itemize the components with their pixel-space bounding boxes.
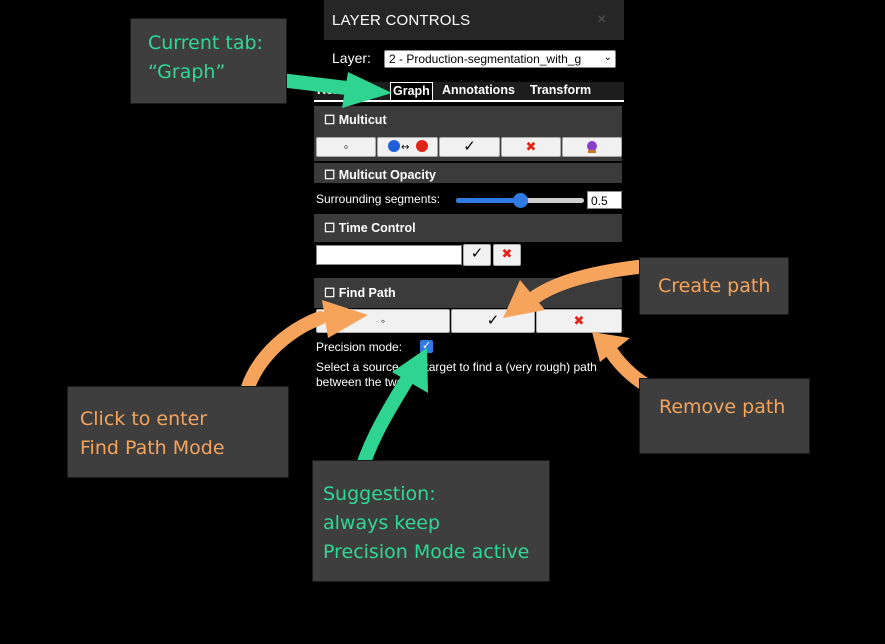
- opacity-slider-track[interactable]: [456, 193, 584, 208]
- enter-arrow-head: [322, 300, 368, 338]
- collapse-icon: ☐: [324, 168, 336, 182]
- multicut-mode-button[interactable]: ◦: [316, 137, 376, 157]
- note-remove-path: Remove path: [639, 378, 810, 454]
- time-input[interactable]: [316, 245, 462, 265]
- opacity-slider-thumb[interactable]: [513, 193, 528, 208]
- remove-arrow-head: [592, 332, 630, 362]
- note-create-path: Create path: [639, 257, 789, 315]
- tab-arrow-shaft: [273, 73, 362, 96]
- slider-label: Surrounding segments:: [316, 192, 441, 206]
- create-arrow-head: [503, 280, 545, 318]
- remove-path-button[interactable]: ✖: [536, 309, 622, 333]
- multicut-crystal-ball-button[interactable]: [562, 137, 622, 157]
- time-control-section: [314, 214, 622, 242]
- multicut-title[interactable]: ☐ Multicut: [324, 113, 387, 127]
- chevron-down-icon: ⌄: [603, 52, 612, 63]
- collapse-icon: ☐: [324, 113, 336, 127]
- collapse-icon: ☐: [324, 286, 336, 300]
- panel-title: LAYER CONTROLS: [332, 12, 471, 29]
- precision-arrow-head: [392, 348, 428, 393]
- layer-select[interactable]: 2 - Production-segmentation_with_g ⌄: [384, 50, 616, 68]
- multicut-confirm-button[interactable]: ✓: [439, 137, 500, 157]
- time-confirm-button[interactable]: ✓: [463, 244, 491, 266]
- note-current-tab: Current tab: “Graph”: [130, 18, 287, 104]
- tab-arrow-head: [342, 72, 392, 108]
- tab-graph[interactable]: Graph: [390, 82, 433, 100]
- precision-arrow-shaft: [356, 371, 415, 472]
- collapse-icon: ☐: [324, 221, 336, 235]
- find-path-help-text: Select a source and target to find a (ve…: [316, 360, 597, 389]
- layer-label: Layer:: [332, 50, 371, 66]
- opacity-value-input[interactable]: 0.5: [587, 191, 622, 209]
- multicut-cancel-button[interactable]: ✖: [501, 137, 561, 157]
- note-suggestion: Suggestion: always keep Precision Mode a…: [312, 460, 550, 582]
- close-icon[interactable]: ×: [597, 11, 607, 28]
- merge-segments-icon: ↔: [387, 140, 428, 153]
- time-control-title[interactable]: ☐ Time Control: [324, 221, 416, 235]
- time-cancel-button[interactable]: ✖: [493, 244, 521, 266]
- opacity-slider-fill: [456, 198, 520, 203]
- svg-text:↔: ↔: [401, 142, 409, 153]
- tab-transform[interactable]: Transform: [530, 83, 592, 97]
- opacity-title[interactable]: ☐ Multicut Opacity: [324, 168, 436, 182]
- precision-mode-label: Precision mode:: [316, 340, 403, 354]
- find-path-title[interactable]: ☐ Find Path: [324, 286, 396, 300]
- opacity-section: [314, 163, 622, 183]
- tab-annotations[interactable]: Annotations: [442, 83, 515, 97]
- multicut-merge-button[interactable]: ↔: [377, 137, 438, 157]
- precision-mode-checkbox[interactable]: ✓: [420, 340, 433, 353]
- panel-header: [324, 0, 624, 40]
- crystal-ball-icon: [587, 141, 597, 153]
- note-enter-find-path: Click to enter Find Path Mode: [67, 386, 289, 478]
- layer-select-value: 2 - Production-segmentation_with_g: [389, 52, 582, 66]
